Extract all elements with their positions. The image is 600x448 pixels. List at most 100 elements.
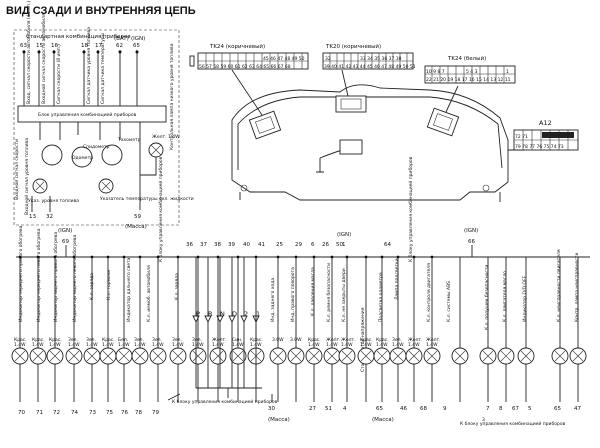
speed-input-4p-label: Вход. сигнал скорости автомобиля (4 имп.… <box>26 0 32 104</box>
terminal-15: 15 <box>36 43 43 49</box>
lamp-color-label: Крас. <box>308 337 321 343</box>
to-control-unit-bottom-label-2: К блоку управления комбинацией приборов <box>460 420 566 427</box>
svg-text:Индикатор O/D OFF: Индикатор O/D OFF <box>522 275 528 322</box>
lamp-power-label: 1.4W <box>376 342 388 348</box>
lamp-color-label: Бел. <box>118 337 128 343</box>
svg-text:К.л. иммоб. автомобиля: К.л. иммоб. автомобиля <box>146 265 152 322</box>
speed-input-side-label: Входной сигнал скорости <box>13 139 20 200</box>
lamp-power-label: 1.4W <box>232 342 244 348</box>
svg-text:Лампа подсветки: Лампа подсветки <box>394 258 400 300</box>
to-control-unit-bottom-label: К блоку управления комбинацией приборов <box>172 398 278 405</box>
lamp-power-label: 1.4W <box>192 342 204 348</box>
svg-text:10 9 8 7: 10 9 8 7 <box>426 69 445 75</box>
svg-text:50: 50 <box>336 242 343 248</box>
indicator-lamp: Зел.1.4W <box>189 255 207 402</box>
to-control-unit-label-2: К блоку управления комбинацией приборов <box>407 156 414 262</box>
indicator-lamp: Зел.1.4W <box>169 255 187 402</box>
indicator-lamp <box>451 257 469 402</box>
svg-text:Индикатор заднего правого обог: Индикатор заднего правого обогрева <box>53 232 59 322</box>
lamp-power-label: 1.4W <box>102 342 114 348</box>
svg-text:4: 4 <box>343 406 347 412</box>
terminal-18: 18 <box>81 43 88 49</box>
lamp-color-label: Зел. <box>392 337 402 343</box>
svg-text:47: 47 <box>574 406 581 412</box>
gear-switch-wire <box>192 257 200 388</box>
speed-8p-label: Сигнал скорости (8 имп.) <box>56 44 62 104</box>
indicator-lamp: Крас.1.4W <box>305 255 323 402</box>
mass-label-bottom-1: (Масса) <box>268 417 290 423</box>
lamp-power-label: 1.4W <box>68 342 80 348</box>
svg-text:N: N <box>220 310 225 318</box>
indicator-lamp <box>569 257 587 402</box>
lamp-color-label: Крас. <box>360 337 373 343</box>
lamp-power-label: 1.4W <box>118 342 130 348</box>
lamp-power-label: 1.4W <box>172 342 184 348</box>
svg-text:К.л. подушек безопасности: К.л. подушек безопасности <box>484 264 490 330</box>
svg-text:6: 6 <box>311 242 315 248</box>
lamp-row: Крас.1.4WКрас.1.4WКрас.1.4WЗел.1.4WЗел.1… <box>11 255 587 402</box>
svg-text:К.л. ремня безопасности: К.л. ремня безопасности <box>326 263 332 322</box>
svg-text:65: 65 <box>554 406 561 412</box>
lamp-color-label: Зел. <box>86 337 96 343</box>
lamp-color-label: Зел. <box>152 337 162 343</box>
tachometer-label: Тахометр <box>117 137 141 143</box>
lamp-color-label: Крас. <box>376 337 389 343</box>
ign-header-right: (IGN) <box>464 228 478 234</box>
indicator-lamp: Крас.1.4W <box>11 255 29 402</box>
fuel-sensor-label: Сигнал датчика уровня топлива <box>86 27 92 104</box>
svg-text:TK20 (коричневый): TK20 (коричневый) <box>325 43 381 50</box>
svg-text:5: 5 <box>528 406 532 412</box>
svg-text:8: 8 <box>499 406 503 412</box>
svg-text:Индикатор дальнего света: Индикатор дальнего света <box>126 257 132 322</box>
gear-switch-wire <box>204 257 212 388</box>
svg-text:TK24 (коричневый): TK24 (коричневый) <box>209 43 265 50</box>
svg-text:37: 37 <box>200 242 207 248</box>
svg-text:22 21 20 19 18 17 16 15 14 13: 22 21 20 19 18 17 16 15 14 13 12 11 <box>426 77 511 83</box>
svg-text:R: R <box>208 310 213 318</box>
svg-text:Стабилизатор напряжения: Стабилизатор напряжения <box>360 307 366 372</box>
ign-header-right-num: 66 <box>468 239 475 245</box>
svg-text:К.л. тормоза: К.л. тормоза <box>106 270 112 300</box>
svg-text:56 57 58 59 60 61 62 63 64 65: 56 57 58 59 60 61 62 63 64 65 66 67 68 <box>199 64 291 70</box>
svg-text:76: 76 <box>121 410 128 416</box>
svg-text:2: 2 <box>244 310 248 318</box>
svg-text:74: 74 <box>71 410 78 416</box>
svg-text:29: 29 <box>295 242 302 248</box>
lamp-color-label: 3.0W <box>272 337 284 343</box>
lamp-color-label: Зел. <box>134 337 144 343</box>
lamp-color-label: Крас. <box>102 337 115 343</box>
lamp-color-label: Желт. <box>426 337 441 343</box>
lamp-power-label: 1.4W <box>14 342 26 348</box>
lamp-power-label: 1.4W <box>86 342 98 348</box>
svg-text:Индикатор переднего правого об: Индикатор переднего правого обогрева <box>18 225 24 322</box>
ground-bus <box>196 387 262 398</box>
lamp-power-label: 1.4W <box>341 342 353 348</box>
lamp-power-label: 1.4W <box>49 342 61 348</box>
svg-text:Индикатор заднего левого обогр: Индикатор заднего левого обогрева <box>72 234 78 322</box>
control-block-label: Блок управления комбинацией приборов <box>38 111 137 118</box>
svg-text:К.л. давления масла: К.л. давления масла <box>310 267 316 316</box>
svg-text:К.л. двигателя масло: К.л. двигателя масло <box>502 271 508 322</box>
ign-header-left: (IGN) <box>58 228 72 234</box>
svg-text:D: D <box>232 310 237 318</box>
svg-text:К.л. контроля двигателя: К.л. контроля двигателя <box>426 263 432 322</box>
lamp-color-label: Желт. <box>326 337 341 343</box>
control-lamp-label: Контрольная лампа низкого уровня топлива <box>169 43 175 150</box>
terminal-63: 63 <box>20 43 27 49</box>
svg-text:1: 1 <box>256 310 260 318</box>
svg-text:5 4 3: 5 4 3 <box>466 69 478 75</box>
to-control-unit-label: К блоку управления комбинацией приборов <box>157 156 164 262</box>
indicator-lamp: Крас.1.4W <box>99 255 117 402</box>
lamp-color-label: Зел. <box>172 337 182 343</box>
indicator-lamp: Зел.1.4W <box>131 255 149 402</box>
cluster-block: Стандартная комбинация приборов 63 15 16… <box>13 0 194 230</box>
bottom-schematic: (IGN) 69 (IGN) 1 (IGN) 66 К блоку управл… <box>16 156 590 372</box>
gear-switch-wire <box>252 257 260 388</box>
svg-text:78: 78 <box>135 410 142 416</box>
terminal-32: 32 <box>46 214 53 220</box>
indicator-lamp: Желт.1.4W <box>405 255 423 402</box>
lamp-power-label: 1.4W <box>408 342 420 348</box>
svg-text:Контр. лампа неисправности: Контр. лампа неисправности <box>574 253 580 322</box>
gear-switch-wire <box>216 257 224 388</box>
lamp-color-label: Крас. <box>49 337 62 343</box>
